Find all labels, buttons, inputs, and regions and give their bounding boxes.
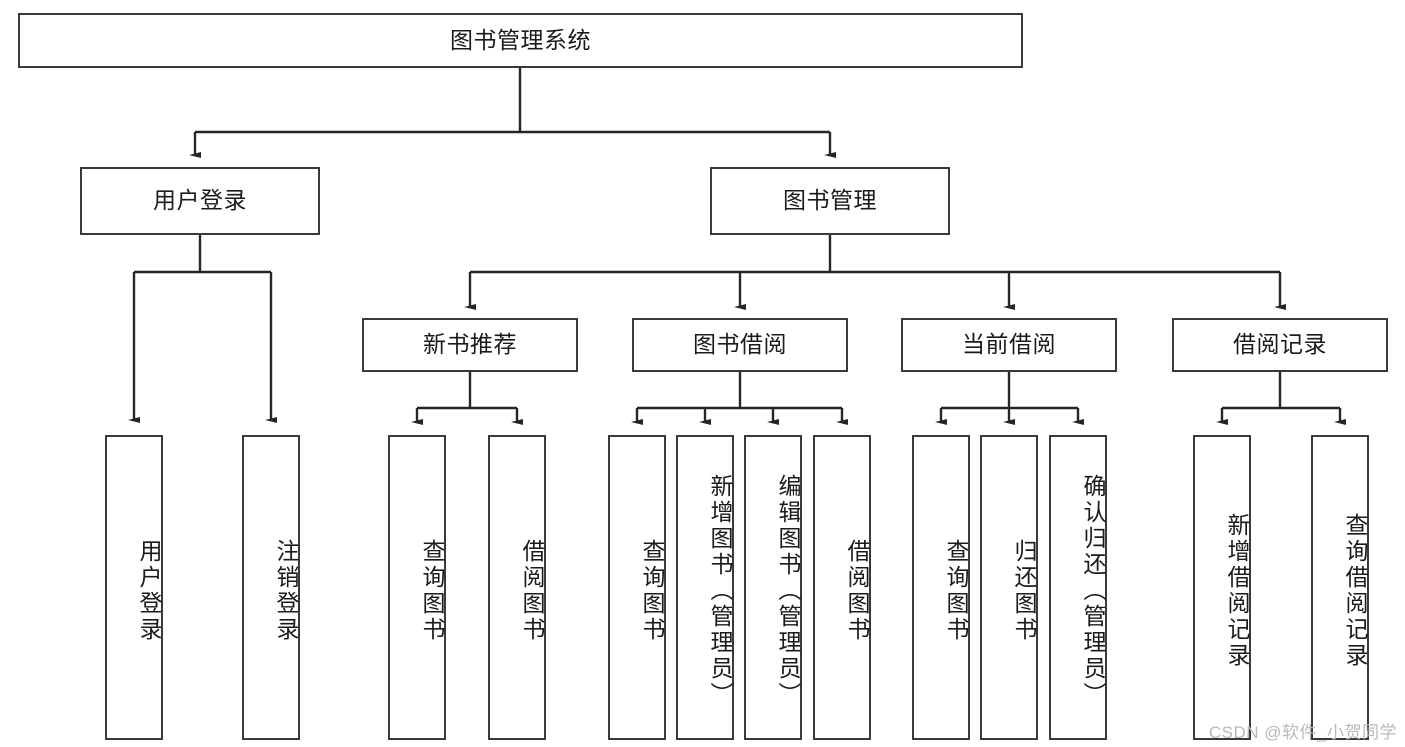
node-label: 借阅图书 <box>844 538 870 643</box>
node-label: 用户登录 <box>153 187 247 214</box>
leaf-borrow-record-add[interactable]: 新增借阅记录 <box>1193 435 1251 740</box>
node-label: 图书管理 <box>783 187 877 214</box>
node-label: 图书管理系统 <box>450 26 591 53</box>
node-label: 借阅记录 <box>1233 331 1327 358</box>
node-label: 用户登录 <box>136 538 162 643</box>
node-label: 查询图书 <box>943 538 969 643</box>
node-label: 图书借阅 <box>693 331 787 358</box>
node-label: 注销登录 <box>273 538 299 643</box>
node-label: 查询图书 <box>639 538 665 643</box>
node-label: 新增借阅记录 <box>1224 512 1250 669</box>
node-root-system[interactable]: 图书管理系统 <box>18 13 1023 68</box>
leaf-user-login-login[interactable]: 用户登录 <box>105 435 163 740</box>
leaf-new-book-query[interactable]: 查询图书 <box>388 435 446 740</box>
node-new-book-recommend[interactable]: 新书推荐 <box>362 318 578 372</box>
leaf-book-borrow-borrow[interactable]: 借阅图书 <box>813 435 871 740</box>
node-user-login[interactable]: 用户登录 <box>80 167 320 235</box>
node-label: 归还图书 <box>1011 538 1037 643</box>
node-label: 当前借阅 <box>962 331 1056 358</box>
node-label: 确认归还（管理员） <box>1080 473 1106 708</box>
leaf-book-borrow-edit[interactable]: 编辑图书（管理员） <box>744 435 802 740</box>
leaf-book-borrow-add[interactable]: 新增图书（管理员） <box>676 435 734 740</box>
leaf-book-borrow-query[interactable]: 查询图书 <box>608 435 666 740</box>
node-label: 查询借阅记录 <box>1342 512 1368 669</box>
node-label: 编辑图书（管理员） <box>775 473 801 708</box>
node-book-management[interactable]: 图书管理 <box>710 167 950 235</box>
leaf-new-book-borrow[interactable]: 借阅图书 <box>488 435 546 740</box>
leaf-current-borrow-confirm-return[interactable]: 确认归还（管理员） <box>1049 435 1107 740</box>
leaf-current-borrow-return[interactable]: 归还图书 <box>980 435 1038 740</box>
node-borrow-record[interactable]: 借阅记录 <box>1172 318 1388 372</box>
leaf-current-borrow-query[interactable]: 查询图书 <box>912 435 970 740</box>
leaf-borrow-record-query[interactable]: 查询借阅记录 <box>1311 435 1369 740</box>
node-label: 查询图书 <box>419 538 445 643</box>
node-label: 借阅图书 <box>519 538 545 643</box>
node-current-borrow[interactable]: 当前借阅 <box>901 318 1117 372</box>
node-label: 新增图书（管理员） <box>707 473 733 708</box>
node-book-borrow[interactable]: 图书借阅 <box>632 318 848 372</box>
node-label: 新书推荐 <box>423 331 517 358</box>
leaf-user-login-logout[interactable]: 注销登录 <box>242 435 300 740</box>
csdn-watermark: CSDN @软件_小贺同学 <box>1208 723 1397 742</box>
